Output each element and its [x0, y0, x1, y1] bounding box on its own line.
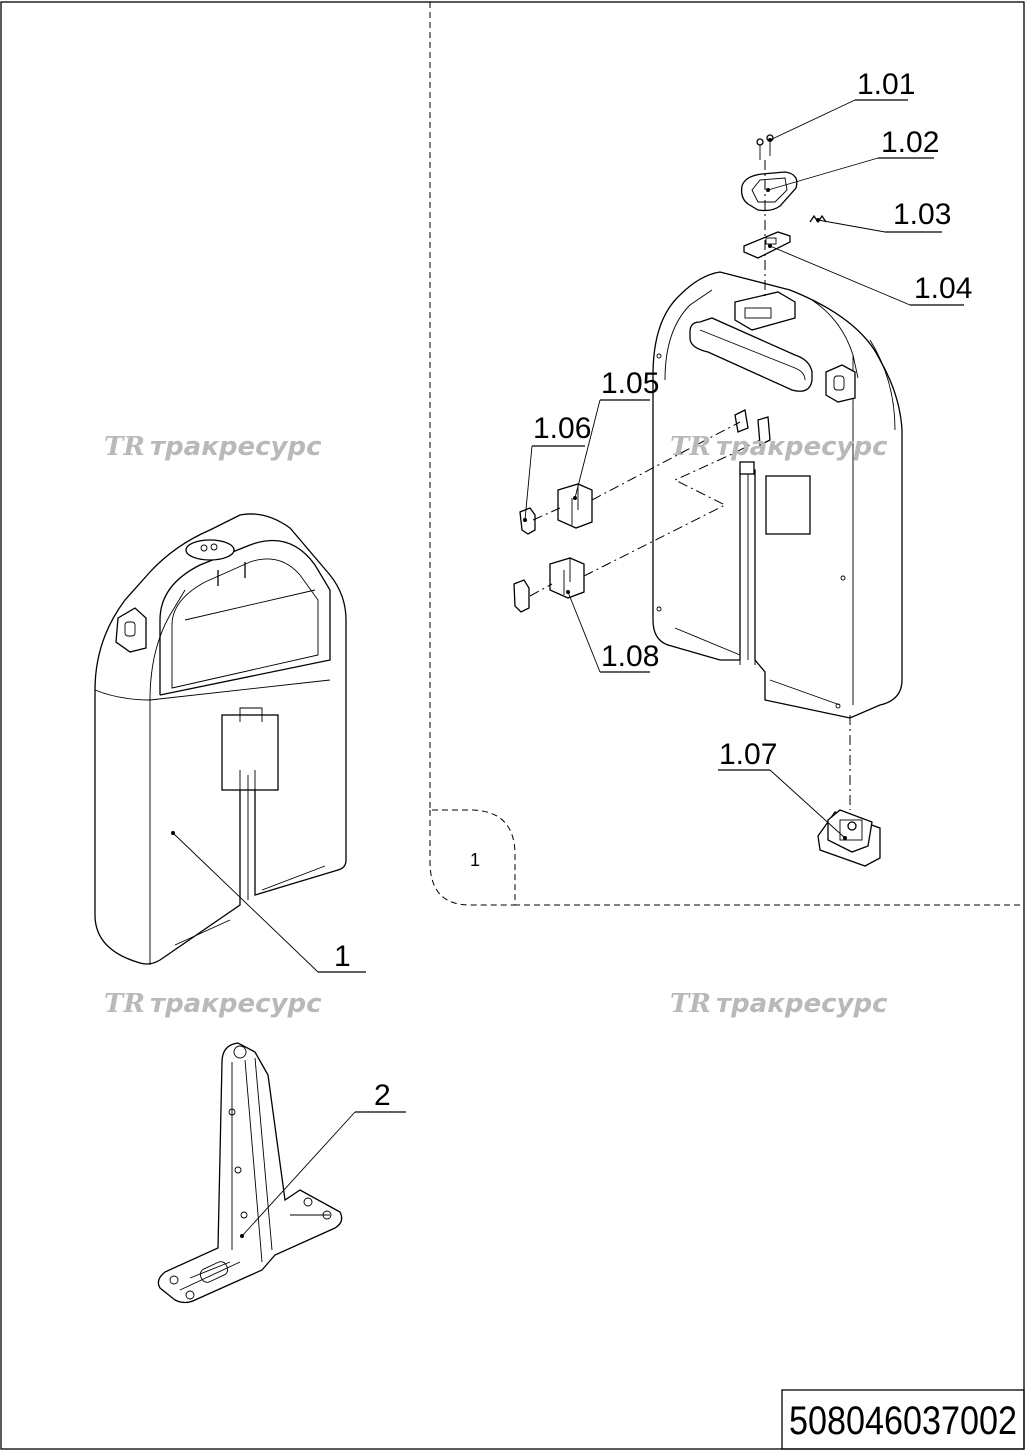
watermark-1: TR тракресурс	[104, 432, 322, 462]
svg-text:тракресурс: тракресурс	[150, 432, 322, 462]
callout-1-03: 1.03	[893, 198, 951, 231]
callout-1-04: 1.04	[914, 272, 972, 305]
svg-text:тракресурс: тракресурс	[716, 432, 888, 462]
battery-pack-assembled	[94, 513, 347, 965]
svg-text:TR: TR	[670, 432, 711, 462]
watermark-3: TR тракресурс	[104, 989, 322, 1019]
part-1-08-fuse	[549, 557, 585, 599]
svg-text:TR: TR	[104, 989, 145, 1019]
part-1-05-fuse	[557, 483, 593, 529]
detail-view-label: 1	[470, 850, 480, 870]
svg-text:TR: TR	[104, 432, 145, 462]
svg-text:TR: TR	[670, 989, 711, 1019]
document-number: 508046037002	[789, 1399, 1017, 1443]
svg-text:тракресурс: тракресурс	[150, 989, 322, 1019]
document-number-box	[781, 1389, 1025, 1450]
callout-1-05: 1.05	[601, 367, 659, 400]
mounting-bracket	[157, 1042, 343, 1304]
callout-1-08: 1.08	[601, 640, 659, 673]
battery-housing-exploded	[652, 271, 903, 719]
part-1-07-connector	[817, 809, 881, 867]
callout-1-07: 1.07	[719, 738, 777, 771]
callout-leaders	[523, 99, 964, 840]
watermark-2: TR тракресурс	[670, 432, 888, 462]
svg-text:тракресурс: тракресурс	[716, 989, 888, 1019]
watermark-4: TR тракресурс	[670, 989, 888, 1019]
callout-1: 1	[334, 940, 351, 973]
callout-1-02: 1.02	[881, 126, 939, 159]
callout-2: 2	[374, 1079, 391, 1112]
callout-1-06: 1.06	[533, 412, 591, 445]
detail-view-boundary	[429, 2, 1024, 906]
part-1-08-clip	[513, 579, 530, 613]
part-1-04-plate	[743, 231, 791, 259]
callout-1-01: 1.01	[857, 68, 915, 101]
part-1-06-clip	[519, 507, 536, 535]
